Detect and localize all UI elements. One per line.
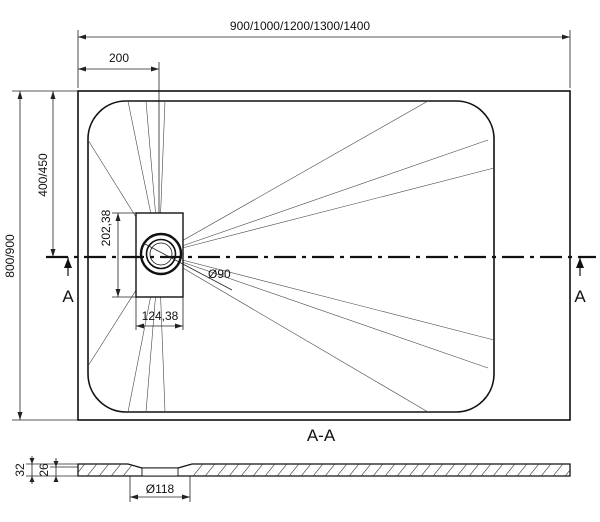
section-label: A-A <box>307 426 336 445</box>
drain-offset-y-dimension: 400/450 <box>36 91 56 257</box>
thickness-inner-label: 26 <box>37 463 51 477</box>
thickness-dimension: 32 26 <box>13 456 78 484</box>
section-marker-right: A <box>574 287 586 306</box>
drain-offset-y-label: 400/450 <box>36 153 50 197</box>
drain-cover-width-dimension: 124,38 <box>135 297 184 330</box>
drain-diameter-dimension: Ø90 <box>144 243 233 291</box>
drain-offset-x-label: 200 <box>109 51 129 65</box>
outlet-diameter-dimension: Ø118 <box>129 476 191 502</box>
thickness-outer-label: 32 <box>13 463 27 477</box>
drain-cover-height-dimension: 202,38 <box>99 209 136 298</box>
drain-inner-ring <box>145 238 177 270</box>
tray-section-view <box>77 463 571 477</box>
drain-cover-height-label: 202,38 <box>99 209 113 246</box>
tray-outer-outline <box>77 90 571 421</box>
height-options-label: 800/900 <box>3 234 17 278</box>
outlet-diameter-label: Ø118 <box>146 482 175 496</box>
height-dimension: 800/900 <box>3 90 78 421</box>
drain-cover-width-label: 124,38 <box>142 309 179 323</box>
section-hatching <box>78 464 570 476</box>
section-marker-left: A <box>62 287 74 306</box>
drain-diameter-label: Ø90 <box>208 267 231 281</box>
width-options-label: 900/1000/1200/1300/1400 <box>230 19 370 33</box>
tray-plan-view <box>77 90 571 421</box>
section-axis: A A <box>46 255 596 306</box>
width-dimension: 900/1000/1200/1300/1400 <box>77 19 571 88</box>
drain-offset-x-dimension: 200 <box>78 51 160 215</box>
